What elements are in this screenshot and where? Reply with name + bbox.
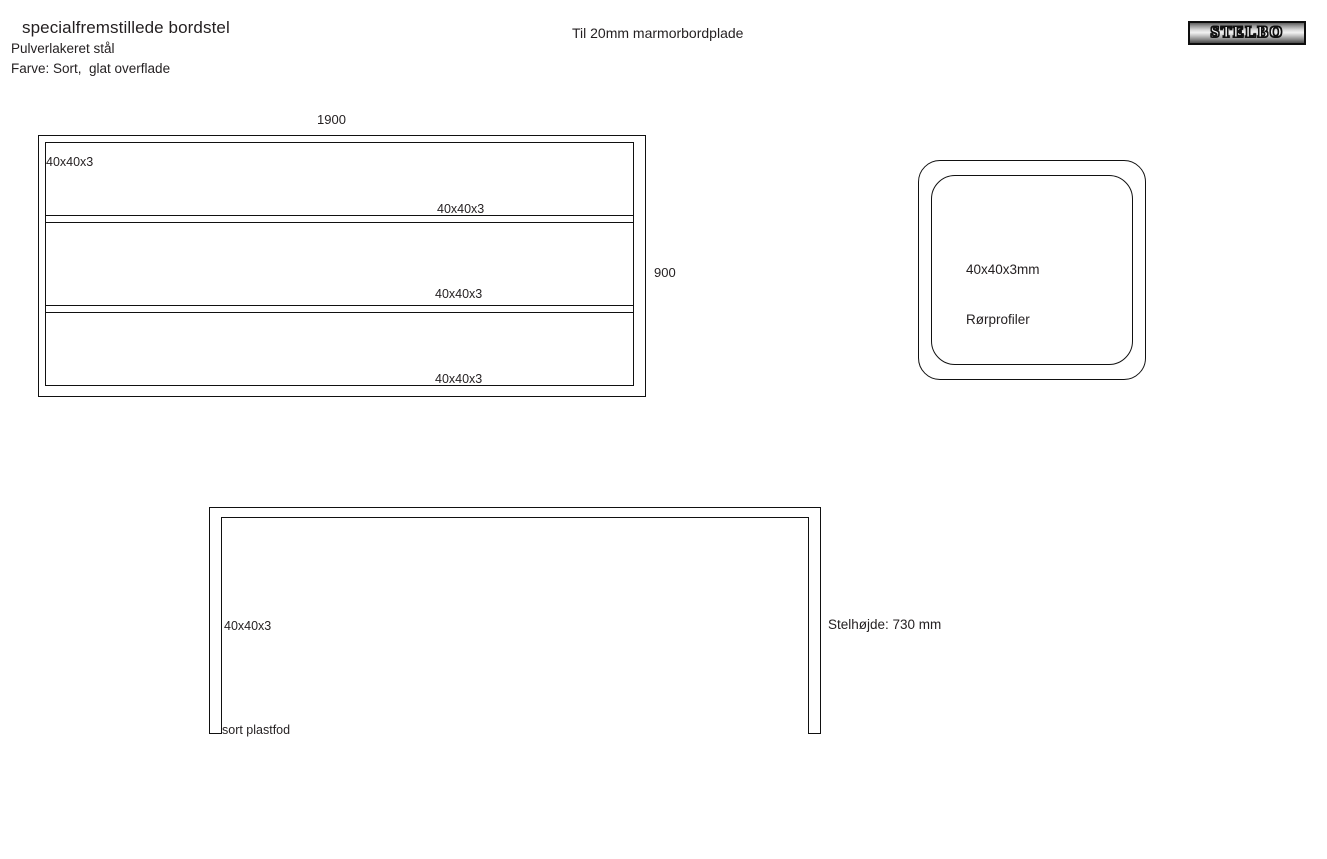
plan-separator-1-lower — [45, 222, 634, 223]
elevation-profile-label: 40x40x3 — [224, 619, 272, 633]
stelbo-logo: STELBO — [1188, 21, 1306, 45]
plan-profile-label-4: 40x40x3 — [435, 372, 483, 386]
plan-separator-1-upper — [45, 215, 634, 216]
tube-section-inner — [931, 175, 1133, 365]
elevation-inner-top-rail — [221, 517, 809, 518]
elevation-outer-right-leg — [820, 507, 821, 733]
color-line: Farve: Sort, glat overflade — [11, 61, 171, 76]
plan-profile-label-2: 40x40x3 — [437, 202, 485, 216]
material-line: Pulverlakeret stål — [11, 41, 115, 56]
elevation-inner-right-leg — [808, 517, 809, 733]
tube-section-label-line2: Rørprofiler — [966, 312, 1030, 328]
plan-view-outer-frame — [38, 135, 646, 397]
elevation-outer-top-rail — [209, 507, 821, 508]
plan-separator-2-upper — [45, 305, 634, 306]
tube-section-outer — [918, 160, 1146, 380]
plan-view-inner-frame — [45, 142, 634, 386]
dimension-width-1900: 1900 — [317, 112, 346, 127]
elevation-left-foot — [209, 733, 222, 734]
logo-text: STELBO — [1210, 23, 1284, 41]
elevation-foot-label: sort plastfod — [222, 723, 291, 737]
elevation-right-foot — [808, 733, 821, 734]
tube-section-label-line1: 40x40x3mm — [966, 261, 1040, 277]
elevation-inner-left-leg — [221, 517, 222, 733]
plan-profile-label-1: 40x40x3 — [46, 155, 94, 169]
elevation-height-label: Stelhøjde: 730 mm — [828, 617, 942, 632]
page-title: specialfremstillede bordstel — [22, 18, 230, 37]
plan-separator-2-lower — [45, 312, 634, 313]
dimension-depth-900: 900 — [654, 265, 676, 280]
tube-section-label: 40x40x3mm Rørprofiler — [966, 228, 1040, 363]
plan-profile-label-3: 40x40x3 — [435, 287, 483, 301]
elevation-outer-left-leg — [209, 507, 210, 733]
tabletop-note: Til 20mm marmorbordplade — [572, 25, 744, 41]
